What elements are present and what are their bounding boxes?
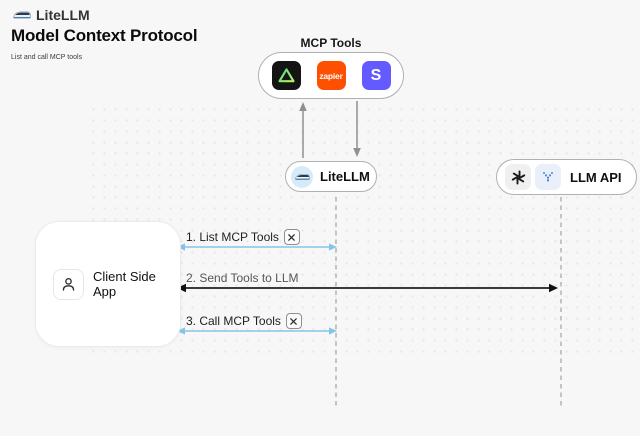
- tools-icon: [283, 229, 300, 245]
- triangle-tool-icon: [271, 61, 301, 90]
- blue-provider-icon: [535, 164, 561, 190]
- stripe-icon: S: [361, 61, 391, 90]
- step-1-label: 1. List MCP Tools: [186, 230, 279, 244]
- person-icon: [53, 268, 84, 300]
- client-node-label: Client Side App: [93, 269, 156, 299]
- step-2-label-row: 2. Send Tools to LLM: [186, 271, 299, 285]
- page-title: Model Context Protocol: [11, 26, 198, 45]
- step-2-label: 2. Send Tools to LLM: [186, 271, 299, 285]
- client-side-app-node: Client Side App: [35, 221, 181, 347]
- page-subtitle: List and call MCP tools: [11, 54, 83, 61]
- mcp-tools-node: zapier S: [258, 52, 404, 99]
- openai-icon: [505, 164, 531, 190]
- tools-icon: [285, 313, 302, 329]
- arrow-send-tools-to-llm: [177, 283, 558, 293]
- step-1-label-row: 1. List MCP Tools: [186, 229, 300, 245]
- llm-api-node: LLM API: [496, 159, 637, 195]
- litellm-node: LiteLLM: [285, 161, 377, 192]
- brand: LiteLLM: [13, 7, 90, 23]
- step-3-label-row: 3. Call MCP Tools: [186, 313, 302, 329]
- arrow-up-litellm-to-mcp: [299, 102, 307, 158]
- litellm-node-label: LiteLLM: [320, 169, 370, 184]
- step-3-label: 3. Call MCP Tools: [186, 314, 281, 328]
- litellm-train-icon: [13, 9, 31, 21]
- arrow-down-mcp-to-litellm: [353, 101, 361, 157]
- litellm-train-icon: [291, 165, 313, 188]
- stripe-icon-label: S: [370, 66, 382, 84]
- brand-label: LiteLLM: [36, 7, 90, 23]
- zapier-icon: zapier: [316, 61, 346, 90]
- mcp-tools-label: MCP Tools: [300, 36, 362, 50]
- llm-api-node-label: LLM API: [570, 169, 622, 185]
- zapier-icon-label: zapier: [319, 70, 343, 81]
